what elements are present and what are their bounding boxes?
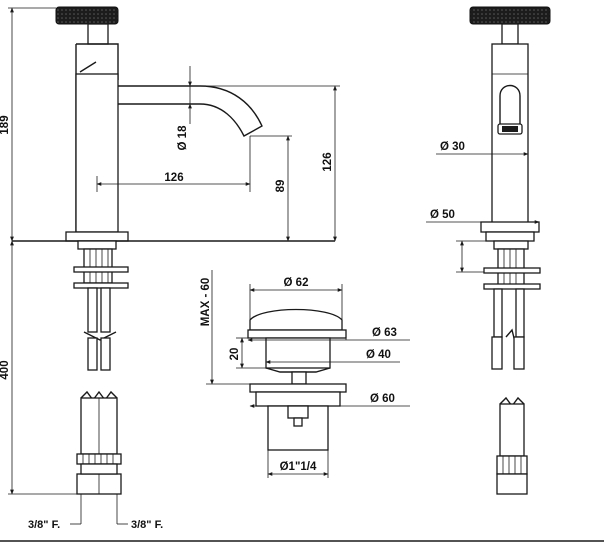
dim-cap-diameter: Ø 62 <box>284 277 309 289</box>
waste-locknut <box>249 383 347 393</box>
label-hose-connection-left: 3/8" F. <box>28 519 60 531</box>
dim-base-diameter: Ø 50 <box>430 209 455 221</box>
dim-flange-height: 20 <box>229 348 241 361</box>
front-view: Ø 30 Ø 50 <box>426 6 551 495</box>
spout <box>118 85 263 137</box>
dim-waste-body-diameter: Ø 40 <box>366 349 391 361</box>
waste-assembly: MAX - 60 20 Ø 62 Ø 63 Ø 40 Ø 60 Ø1"1/4 <box>200 270 410 478</box>
side-view: 189 400 Ø 18 126 89 126 3/8" F. 3/8" F. <box>0 6 340 531</box>
waste-body <box>265 337 331 369</box>
tap-body <box>75 73 119 233</box>
waste-cap <box>249 308 343 331</box>
front-body <box>491 43 529 233</box>
handle-stem <box>87 23 109 45</box>
dim-locknut-diameter: Ø 60 <box>370 393 395 405</box>
front-base-plate <box>480 221 540 233</box>
dim-overall-height: 189 <box>0 115 11 134</box>
dim-max-deck-thickness: MAX - 60 <box>200 278 212 327</box>
dim-spout-outlet-height: 89 <box>275 180 287 193</box>
hose-ends <box>76 390 122 495</box>
dim-spout-reach: 126 <box>164 172 183 184</box>
front-spout-outlet <box>499 84 521 126</box>
dim-waste-thread: Ø1"1/4 <box>280 461 317 473</box>
dim-body-diameter: Ø 30 <box>440 141 465 153</box>
waste-flange <box>247 329 347 339</box>
dim-below-deck-length: 400 <box>0 360 11 379</box>
label-hose-connection-right: 3/8" F. <box>131 519 163 531</box>
base-plate <box>65 231 129 242</box>
front-knurled-handle <box>469 6 551 25</box>
knurled-handle <box>55 6 119 25</box>
dim-spout-height: 126 <box>322 152 334 171</box>
front-below-deck <box>483 240 541 495</box>
dim-flange-diameter: Ø 63 <box>372 327 397 339</box>
below-deck-fixing <box>73 240 129 371</box>
dim-spout-diameter: Ø 18 <box>177 125 189 151</box>
